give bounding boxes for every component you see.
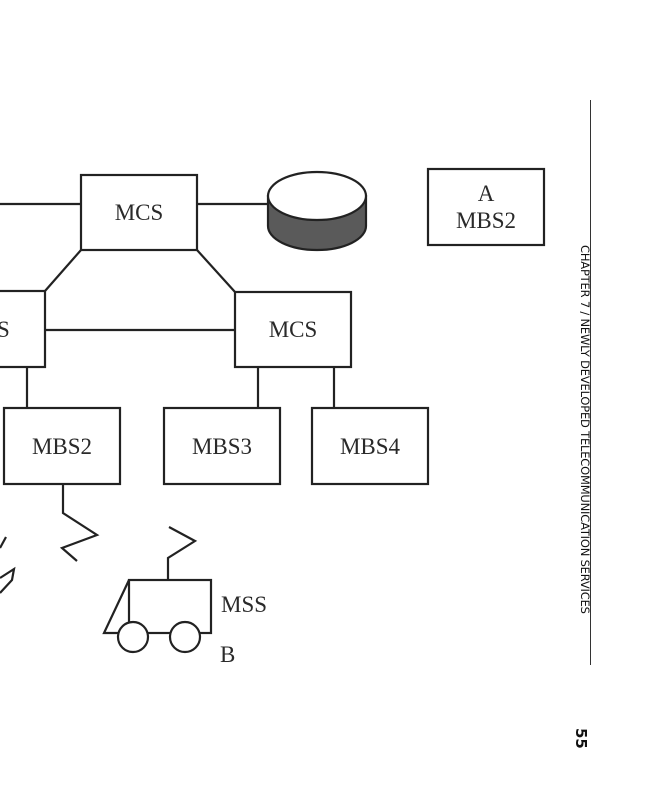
running-head: CHAPTER 7 / NEWLY DEVELOPED TELECOMMUNIC… xyxy=(578,245,592,614)
legend-box-a-mbs2: A MBS2 xyxy=(426,167,546,247)
vehicle-antenna-icon xyxy=(166,526,198,580)
node-mbs4: MBS4 xyxy=(310,406,430,486)
mobile-vehicle-icon xyxy=(102,526,213,654)
node-mcs-right-label: MCS xyxy=(269,317,318,342)
node-mbs2-label: MBS2 xyxy=(32,434,92,459)
mss-sublabel: B xyxy=(220,642,235,667)
legend-box-line1: A xyxy=(478,181,495,206)
page-number: 55 xyxy=(572,728,590,749)
radio-zigzag-icon xyxy=(59,484,100,562)
mss-label: MSS xyxy=(221,592,267,617)
node-mbs3: MBS3 xyxy=(162,406,282,486)
database-cylinder-icon xyxy=(266,170,368,252)
node-mcs-top: MCS xyxy=(79,173,199,252)
node-mbs4-label: MBS4 xyxy=(340,434,401,459)
running-head-rule xyxy=(590,100,592,665)
node-mcs-top-label: MCS xyxy=(115,200,164,225)
node-mcs-right: MCS xyxy=(233,290,353,369)
link-top-mcs-to-left-mcs xyxy=(44,249,82,292)
legend-box-line2: MBS2 xyxy=(456,208,516,233)
node-mcs-left-partial: S xyxy=(0,289,47,369)
node-mcs-left-label: S xyxy=(0,317,10,342)
link-top-mcs-to-right-mcs xyxy=(196,249,236,293)
node-mbs2: MBS2 xyxy=(2,406,122,486)
node-mbs3-label: MBS3 xyxy=(192,434,252,459)
partial-device-icon xyxy=(0,536,16,594)
